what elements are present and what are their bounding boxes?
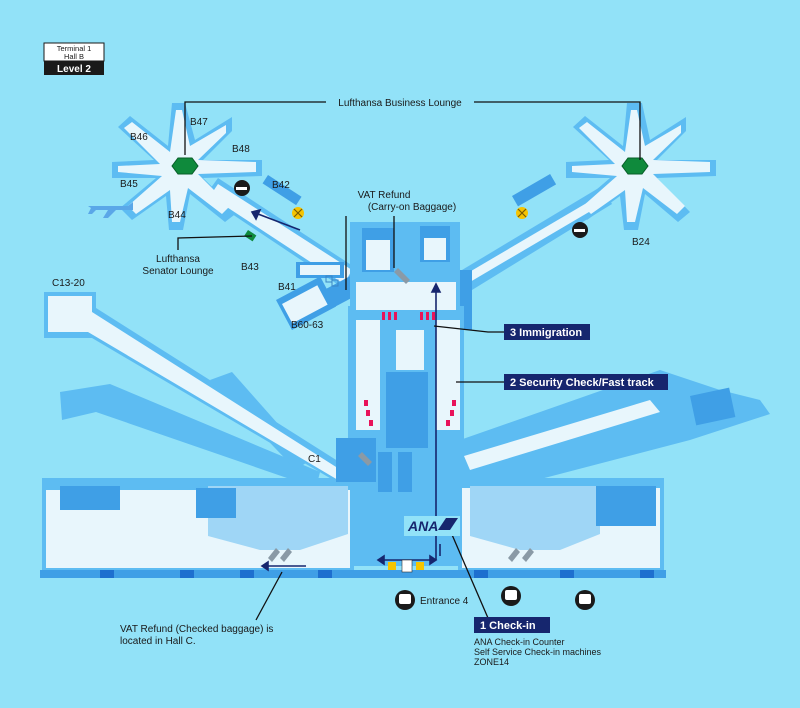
- checkin-sub-1: ANA Check-in Counter: [474, 637, 565, 647]
- gate-b43: B43: [241, 262, 259, 273]
- left-wing: [42, 292, 376, 574]
- gate-b46: B46: [130, 132, 148, 143]
- callout-lines: [177, 101, 641, 621]
- right-pier: [446, 103, 716, 330]
- gate-b48: B48: [232, 144, 250, 155]
- badge-terminal: Terminal 1: [57, 44, 92, 53]
- step-immigration: 3 Immigration: [504, 324, 590, 340]
- vat-refund-label-1: VAT Refund: [358, 190, 411, 201]
- checkin-sub-2: Self Service Check-in machines: [474, 647, 602, 657]
- security-lanes: [364, 312, 456, 426]
- svg-text:3 Immigration: 3 Immigration: [510, 327, 582, 339]
- gate-b44: B44: [168, 210, 186, 221]
- checkin-counter-icon: [388, 559, 424, 573]
- step-checkin: 1 Check-in ANA Check-in Counter Self Ser…: [474, 617, 602, 667]
- right-wing: [458, 370, 770, 574]
- business-lounge-label: Lufthansa Business Lounge: [338, 98, 462, 109]
- train-icon: [395, 586, 595, 610]
- entrance-label: Entrance 4: [420, 596, 469, 607]
- gate-c1: C1: [308, 454, 321, 465]
- gate-b24: B24: [632, 237, 650, 248]
- gate-b60-63: B60-63: [291, 320, 324, 331]
- badge-hall: Hall B: [64, 52, 84, 61]
- business-lounge-marker-left: [171, 157, 199, 175]
- svg-text:2 Security Check/Fast track: 2 Security Check/Fast track: [510, 377, 655, 389]
- senator-lounge-label-2: Senator Lounge: [142, 266, 214, 277]
- ana-logo: ANA: [404, 516, 460, 536]
- svg-text:1 Check-in: 1 Check-in: [480, 620, 536, 632]
- central-spine: [348, 222, 464, 566]
- gate-b42: B42: [272, 180, 290, 191]
- gate-b41: B41: [278, 282, 296, 293]
- step-security: 2 Security Check/Fast track: [504, 374, 668, 390]
- badge-level: Level 2: [57, 64, 91, 75]
- restaurant-icon: [292, 207, 528, 219]
- checkin-sub-3: ZONE14: [474, 657, 509, 667]
- vat-refund-label-2: (Carry-on Baggage): [368, 202, 456, 213]
- gate-b45: B45: [120, 179, 138, 190]
- smoking-icon: [234, 180, 588, 238]
- escalator-icon: [268, 268, 534, 562]
- airplane-icon: [88, 202, 133, 218]
- senator-lounge-label-1: Lufthansa: [156, 254, 200, 265]
- vat-checked-label-1: VAT Refund (Checked baggage) is: [120, 624, 273, 635]
- curbside: [40, 570, 666, 578]
- business-lounge-marker-right: [621, 157, 649, 175]
- gate-c13-20: C13-20: [52, 278, 85, 289]
- vat-checked-label-2: located in Hall C.: [120, 636, 196, 647]
- left-pier: [112, 103, 369, 331]
- svg-text:ANA: ANA: [407, 518, 438, 534]
- gate-b47: B47: [190, 117, 208, 128]
- terminal-badge: Terminal 1 Hall B Level 2: [43, 42, 105, 75]
